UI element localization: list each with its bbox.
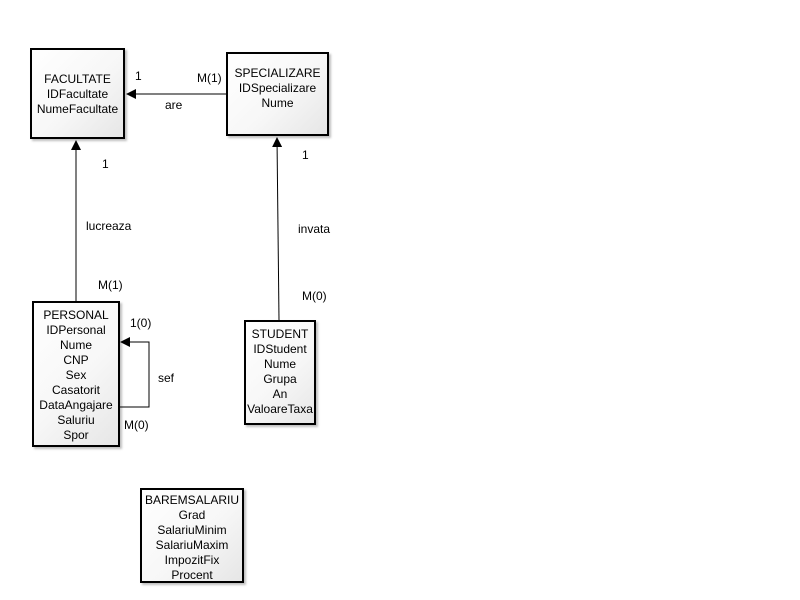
relation-lucreaza-label: lucreaza [86,219,132,233]
relation-lucreaza-card-one: 1 [102,157,109,171]
entity-specializare[interactable]: SPECIALIZARE IDSpecializare Nume [226,52,329,136]
entity-field: IDStudent [253,342,307,356]
entity-field: NumeFacultate [36,102,119,116]
entity-field: Saluriu [57,413,95,427]
relation-sef-line[interactable] [118,337,150,408]
entity-field: Nume [261,96,294,110]
entity-field: Nume [59,338,92,352]
relation-invata-line[interactable] [272,137,283,321]
entity-field: Nume [263,357,296,371]
entity-title: PERSONAL [43,308,109,322]
entity-field: CNP [63,353,89,367]
entity-field: DataAngajare [39,398,113,412]
relation-are-label: are [165,98,183,112]
relation-sef-card-one: 1(0) [130,316,152,330]
entity-field: An [272,387,288,401]
entity-title: FACULTATE [44,72,111,86]
entity-field: IDFacultate [46,87,109,101]
entity-field: Sex [65,368,87,382]
relation-sef-card-many: M(0) [124,418,149,432]
entity-field: ValoareTaxa [247,402,313,416]
entity-field: IDSpecializare [238,81,317,95]
entity-field: Grad [178,508,206,522]
entity-facultate[interactable]: FACULTATE IDFacultate NumeFacultate [30,48,125,139]
entity-title: SPECIALIZARE [234,66,321,80]
entity-field: Spor [63,428,89,442]
entity-field: Procent [171,568,213,582]
relation-lucreaza-card-many: M(1) [98,278,123,292]
relation-invata-card-one: 1 [302,148,309,162]
entity-field: SalariuMinim [157,523,227,537]
entity-title: BAREMSALARIU [144,493,240,507]
relation-are-card-many: M(1) [197,71,222,85]
entity-field: Casatorit [51,383,101,397]
entity-title: STUDENT [251,327,309,341]
entity-personal[interactable]: PERSONAL IDPersonal Nume CNP Sex Casator… [32,301,120,447]
entity-field: SalariuMaxim [155,538,229,552]
relation-invata-label: invata [298,222,331,236]
entity-field: IDPersonal [46,323,106,337]
relation-are-card-one: 1 [135,69,142,83]
relation-sef-label: sef [158,371,175,385]
entity-field: Grupa [263,372,297,386]
entity-field: ImpozitFix [164,553,220,567]
entity-baremsalariu[interactable]: BAREMSALARIU Grad SalariuMinim SalariuMa… [140,488,244,583]
relation-invata-card-many: M(0) [302,289,327,303]
entity-student[interactable]: STUDENT IDStudent Nume Grupa An ValoareT… [244,320,316,425]
